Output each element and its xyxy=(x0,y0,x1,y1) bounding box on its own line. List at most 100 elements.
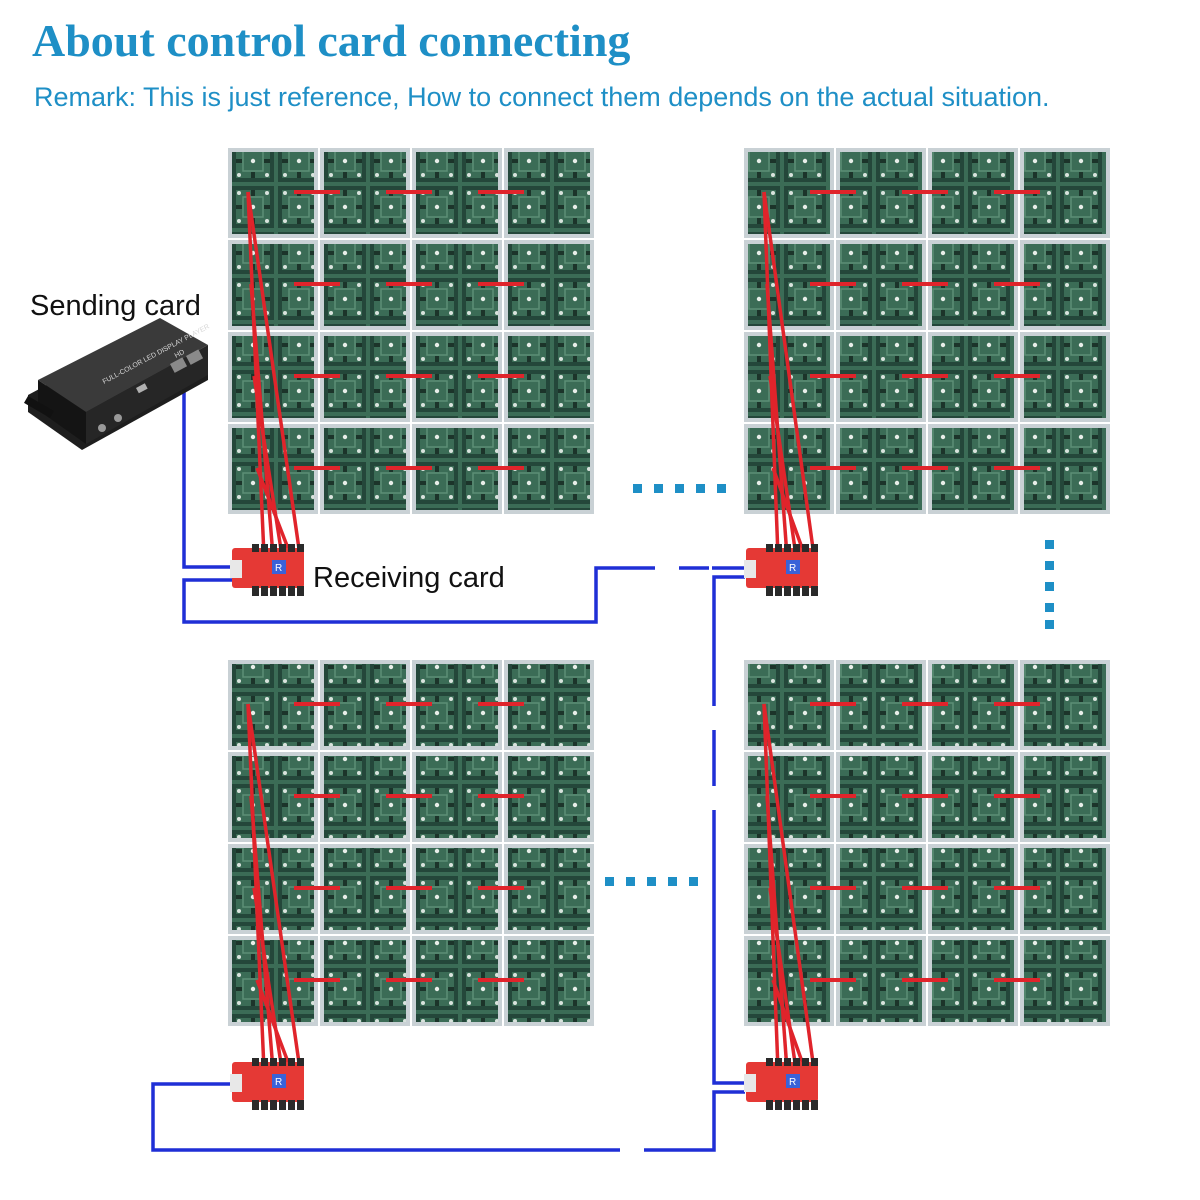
hub-connector-bottom xyxy=(279,1100,286,1110)
card-chip-label: R xyxy=(789,563,796,574)
ribbon-cable xyxy=(771,467,807,557)
card-board xyxy=(232,548,304,588)
hub-connector-top xyxy=(775,544,782,552)
hub-connector-bottom xyxy=(802,1100,809,1110)
hub-connector-bottom xyxy=(261,586,268,596)
hub-connector-bottom xyxy=(766,1100,773,1110)
card-chip xyxy=(786,560,800,574)
hub-connector-top xyxy=(297,1058,304,1066)
hub-connector-bottom xyxy=(261,1100,268,1110)
hub-connector-bottom xyxy=(802,586,809,596)
card4-input-cable xyxy=(712,856,745,1085)
hub-connector-bottom xyxy=(784,1100,791,1110)
ribbon-cable xyxy=(768,375,798,557)
hub-connector-top xyxy=(252,544,259,552)
hub-connector-bottom xyxy=(297,1100,304,1110)
hub-connector-bottom xyxy=(811,586,818,596)
ribbon-cable xyxy=(255,467,293,557)
hub-connector-top xyxy=(802,1058,809,1066)
hub-connector-bottom xyxy=(270,586,277,596)
ethernet-port-2 xyxy=(186,349,204,365)
hub-connector-top xyxy=(252,1058,259,1066)
receiving-card: R xyxy=(230,1058,304,1110)
ribbon-cable xyxy=(255,979,293,1071)
ribbon-cable xyxy=(762,191,816,557)
hub-connector-top xyxy=(811,1058,818,1066)
receiving-card: R xyxy=(230,544,304,596)
hub-connector-top xyxy=(766,1058,773,1066)
hub-connector-bottom xyxy=(288,1100,295,1110)
vertical-dots-right xyxy=(1045,540,1054,629)
hub-connector-top xyxy=(775,1058,782,1066)
audio-port xyxy=(114,414,122,422)
hub-connector-bottom xyxy=(297,586,304,596)
hub-connector-bottom xyxy=(279,586,286,596)
panel-group xyxy=(228,148,594,514)
hub-connector-top xyxy=(270,1058,277,1066)
card4-return-cable xyxy=(674,1090,745,1152)
continuation-dots xyxy=(605,484,1054,886)
hub-connector-bottom xyxy=(288,586,295,596)
card-board xyxy=(746,548,818,588)
ribbon-cable xyxy=(246,703,266,1071)
card-chip-label: R xyxy=(275,563,282,574)
hub-connector-bottom xyxy=(775,586,782,596)
ribbon-cable xyxy=(771,979,807,1071)
hub-connector-bottom xyxy=(793,1100,800,1110)
card-chip xyxy=(272,1074,286,1088)
hub-connector-bottom xyxy=(252,1100,259,1110)
hub-connector-bottom xyxy=(793,586,800,596)
hub-connector-top xyxy=(270,544,277,552)
hub-connector-top xyxy=(261,1058,268,1066)
hub-connector-top xyxy=(811,544,818,552)
network-port xyxy=(230,1074,242,1092)
hub-connector-bottom xyxy=(784,586,791,596)
ribbon-cable xyxy=(252,887,284,1071)
page-title: About control card connecting xyxy=(32,15,631,66)
hub-connector-top xyxy=(279,544,286,552)
antenna-port xyxy=(98,424,106,432)
receiving-card: R xyxy=(744,1058,818,1110)
hub-connector-bottom xyxy=(775,1100,782,1110)
receiving-card-label: Receiving card xyxy=(313,562,505,594)
card-chip-label: R xyxy=(275,1077,282,1088)
hub-connector-top xyxy=(297,544,304,552)
mount-bracket xyxy=(24,396,54,418)
ribbon-cable xyxy=(246,191,302,557)
network-port xyxy=(744,560,756,578)
receiving-cards: R R R R xyxy=(230,544,818,1110)
remark-text: Remark: This is just reference, How to c… xyxy=(34,82,1050,112)
hub-connector-top xyxy=(793,544,800,552)
ribbon-cable xyxy=(762,703,816,1071)
hub-connector-bottom xyxy=(811,1100,818,1110)
hub-connector-top xyxy=(279,1058,286,1066)
horizontal-dots-bottom xyxy=(605,877,698,886)
ribbon-cable xyxy=(252,375,284,557)
card-board xyxy=(232,1062,304,1102)
hub-connector-top xyxy=(784,544,791,552)
hub-connector-top xyxy=(766,544,773,552)
ribbon-cable xyxy=(762,191,780,557)
hub-connector-top xyxy=(288,544,295,552)
sending-card-label: Sending card xyxy=(30,290,201,322)
hub-connector-bottom xyxy=(766,586,773,596)
hub-connector-top xyxy=(261,544,268,552)
sender-to-card1-cable xyxy=(182,382,232,569)
ribbon-cable xyxy=(246,703,302,1071)
receiving-card: R xyxy=(744,544,818,596)
led-panel-groups xyxy=(228,148,1110,1026)
hub-connector-top xyxy=(802,544,809,552)
horizontal-dots-top xyxy=(633,484,726,493)
card-chip xyxy=(272,560,286,574)
ribbon-cable xyxy=(768,887,798,1071)
panel-group xyxy=(744,148,1110,514)
hub-connector-bottom xyxy=(270,1100,277,1110)
sending-card-brand: HD xyxy=(174,349,186,360)
ethernet-port-1 xyxy=(170,357,188,373)
hub-connector-top xyxy=(784,1058,791,1066)
ribbon-cable xyxy=(246,191,266,557)
card-chip xyxy=(786,1074,800,1088)
ribbon-cable xyxy=(762,703,780,1071)
hub-connector-bottom xyxy=(252,586,259,596)
